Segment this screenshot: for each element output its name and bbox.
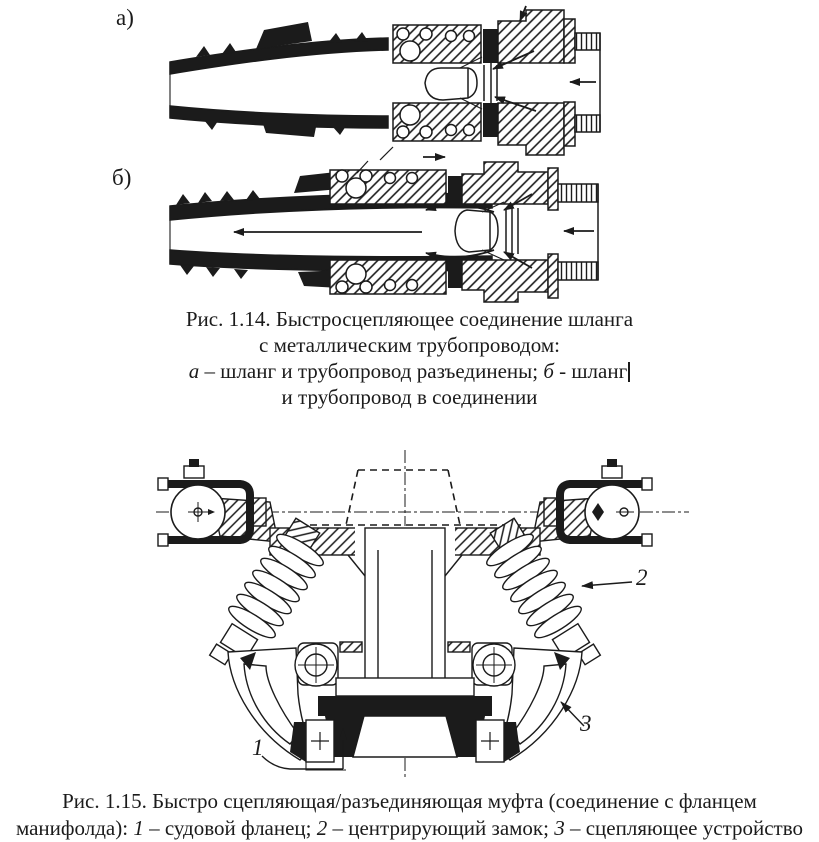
fig114-caption: Рис. 1.14. Быстросцепляющее соединение ш… — [0, 306, 819, 410]
fig114-caption-tail: - шланг — [553, 359, 628, 383]
fig115-caption-pre: манифолда): — [15, 816, 134, 840]
fig114-part-label-b: б) — [112, 165, 132, 190]
fig115-caption-num1: 1 — [133, 816, 144, 840]
poppet-valve — [424, 56, 498, 110]
fig114-caption-line3: а – шланг и трубопровод разъединены; б -… — [0, 358, 819, 384]
fig115-callout-1: 1 — [252, 735, 264, 760]
socket-sleeve — [329, 169, 462, 295]
fig114-caption-line2: с металлическим трубопроводом: — [259, 333, 560, 357]
coupler-claw-left — [227, 642, 339, 761]
coupler-claw-right — [471, 642, 583, 761]
fig115-callout-3: 3 — [580, 711, 592, 736]
fig114-drawing-b — [169, 160, 599, 303]
fig115-caption: Рис. 1.15. Быстро сцепляющая/разъединяющ… — [0, 788, 819, 842]
callout-leader-lines — [261, 581, 633, 770]
fig114-caption-mid: – шланг и трубопровод разъединены; — [199, 359, 544, 383]
fig114-caption-line4: и трубопровод в соединении — [281, 385, 538, 409]
fig114-caption-b: б — [543, 359, 554, 383]
fig115-caption-t1: – судовой фланец; — [143, 816, 317, 840]
fig115-caption-t2: – центрирующий замок; — [327, 816, 555, 840]
fig115-drawing — [156, 450, 689, 778]
fig115-callout-2: 2 — [636, 565, 648, 590]
hose-fitting — [169, 22, 389, 137]
phantom-pipe-outline — [298, 469, 522, 526]
fig114-caption-a: а — [188, 359, 200, 383]
poppet-valve — [454, 201, 519, 261]
socket-body — [392, 9, 601, 156]
fig115-caption-line2: манифолда): 1 – судовой фланец; 2 – цент… — [0, 815, 819, 842]
ship-flange-seal — [290, 677, 520, 771]
pivot-ring-left — [157, 459, 254, 547]
flow-arrows — [379, 5, 596, 161]
centering-lock-screw-right — [486, 517, 602, 666]
pivot-ring-right — [556, 459, 653, 547]
fig115-caption-t3: – сцепляющее устройство — [564, 816, 804, 840]
central-pipe — [339, 526, 471, 699]
fig114-caption-line1: Рис. 1.14. Быстросцепляющее соединение ш… — [185, 307, 634, 331]
fig114-part-label-a: а) — [116, 5, 134, 30]
centering-lock-screw-left — [208, 517, 324, 666]
scan-artifact-line — [628, 362, 631, 382]
fig115-caption-line1: Рис. 1.15. Быстро сцепляющая/разъединяющ… — [62, 789, 757, 813]
flow-arrows — [233, 160, 594, 269]
fig115-caption-num3: 3 — [554, 816, 565, 840]
socket-body — [461, 161, 599, 303]
fig114-drawing-a — [169, 5, 601, 161]
fig115-caption-num2: 2 — [316, 816, 328, 840]
